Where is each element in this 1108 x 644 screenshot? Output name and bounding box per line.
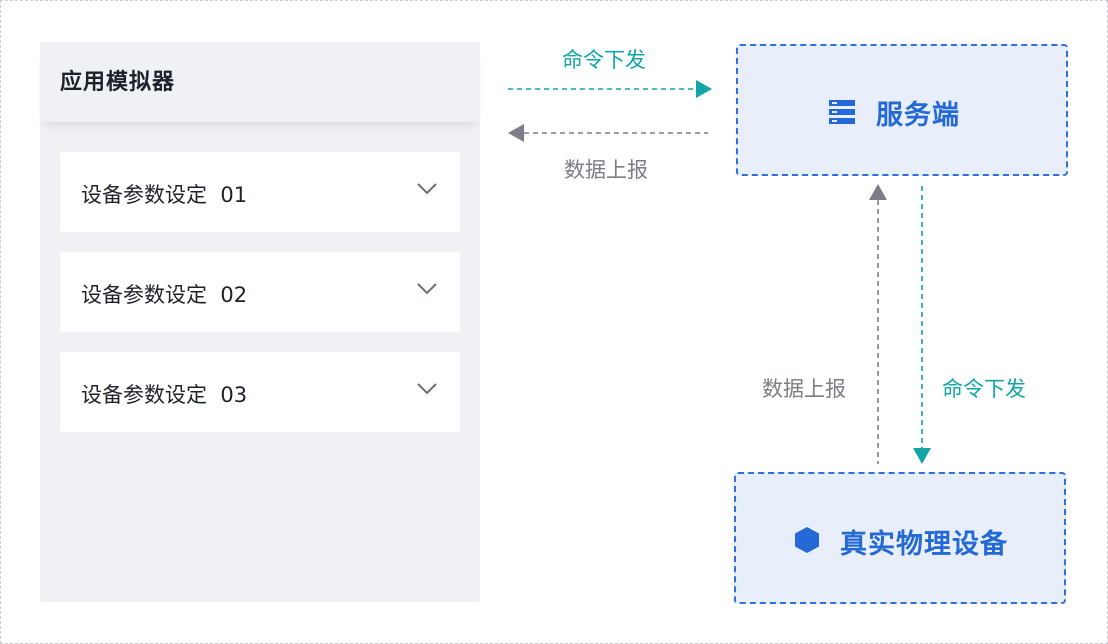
device-setting-label: 设备参数设定 03: [81, 383, 248, 407]
device-setting-item-02[interactable]: 设备参数设定 02: [60, 252, 460, 332]
physical-device-node: 真实物理设备: [734, 472, 1066, 604]
server-icon: [829, 100, 855, 124]
hexagon-icon: [795, 527, 819, 553]
device-setting-label: 设备参数设定 01: [81, 183, 248, 207]
chevron-down-icon[interactable]: [416, 182, 438, 196]
label-server-to-device: 命令下发: [942, 377, 1026, 401]
chevron-down-icon[interactable]: [416, 282, 438, 296]
chevron-down-icon[interactable]: [416, 382, 438, 396]
server-node: 服务端: [736, 44, 1068, 176]
arrow-device-to-server: [869, 184, 887, 464]
app-simulator-panel: 应用模拟器 设备参数设定 01 设备参数设定 02 设备参数设定 03: [40, 42, 480, 602]
label-device-to-server: 数据上报: [762, 377, 846, 401]
server-label: 服务端: [876, 100, 960, 131]
device-setting-label: 设备参数设定 02: [81, 283, 248, 307]
app-simulator-title: 应用模拟器: [60, 70, 176, 95]
arrow-server-to-sim: [508, 124, 708, 142]
label-server-to-sim: 数据上报: [564, 158, 648, 182]
physical-device-label: 真实物理设备: [840, 529, 1008, 560]
device-setting-item-01[interactable]: 设备参数设定 01: [60, 152, 460, 232]
label-sim-to-server: 命令下发: [562, 48, 646, 72]
arrow-sim-to-server: [508, 80, 712, 98]
arrow-server-to-device: [913, 186, 931, 464]
app-simulator-header: 应用模拟器: [40, 42, 480, 122]
device-setting-item-03[interactable]: 设备参数设定 03: [60, 352, 460, 432]
